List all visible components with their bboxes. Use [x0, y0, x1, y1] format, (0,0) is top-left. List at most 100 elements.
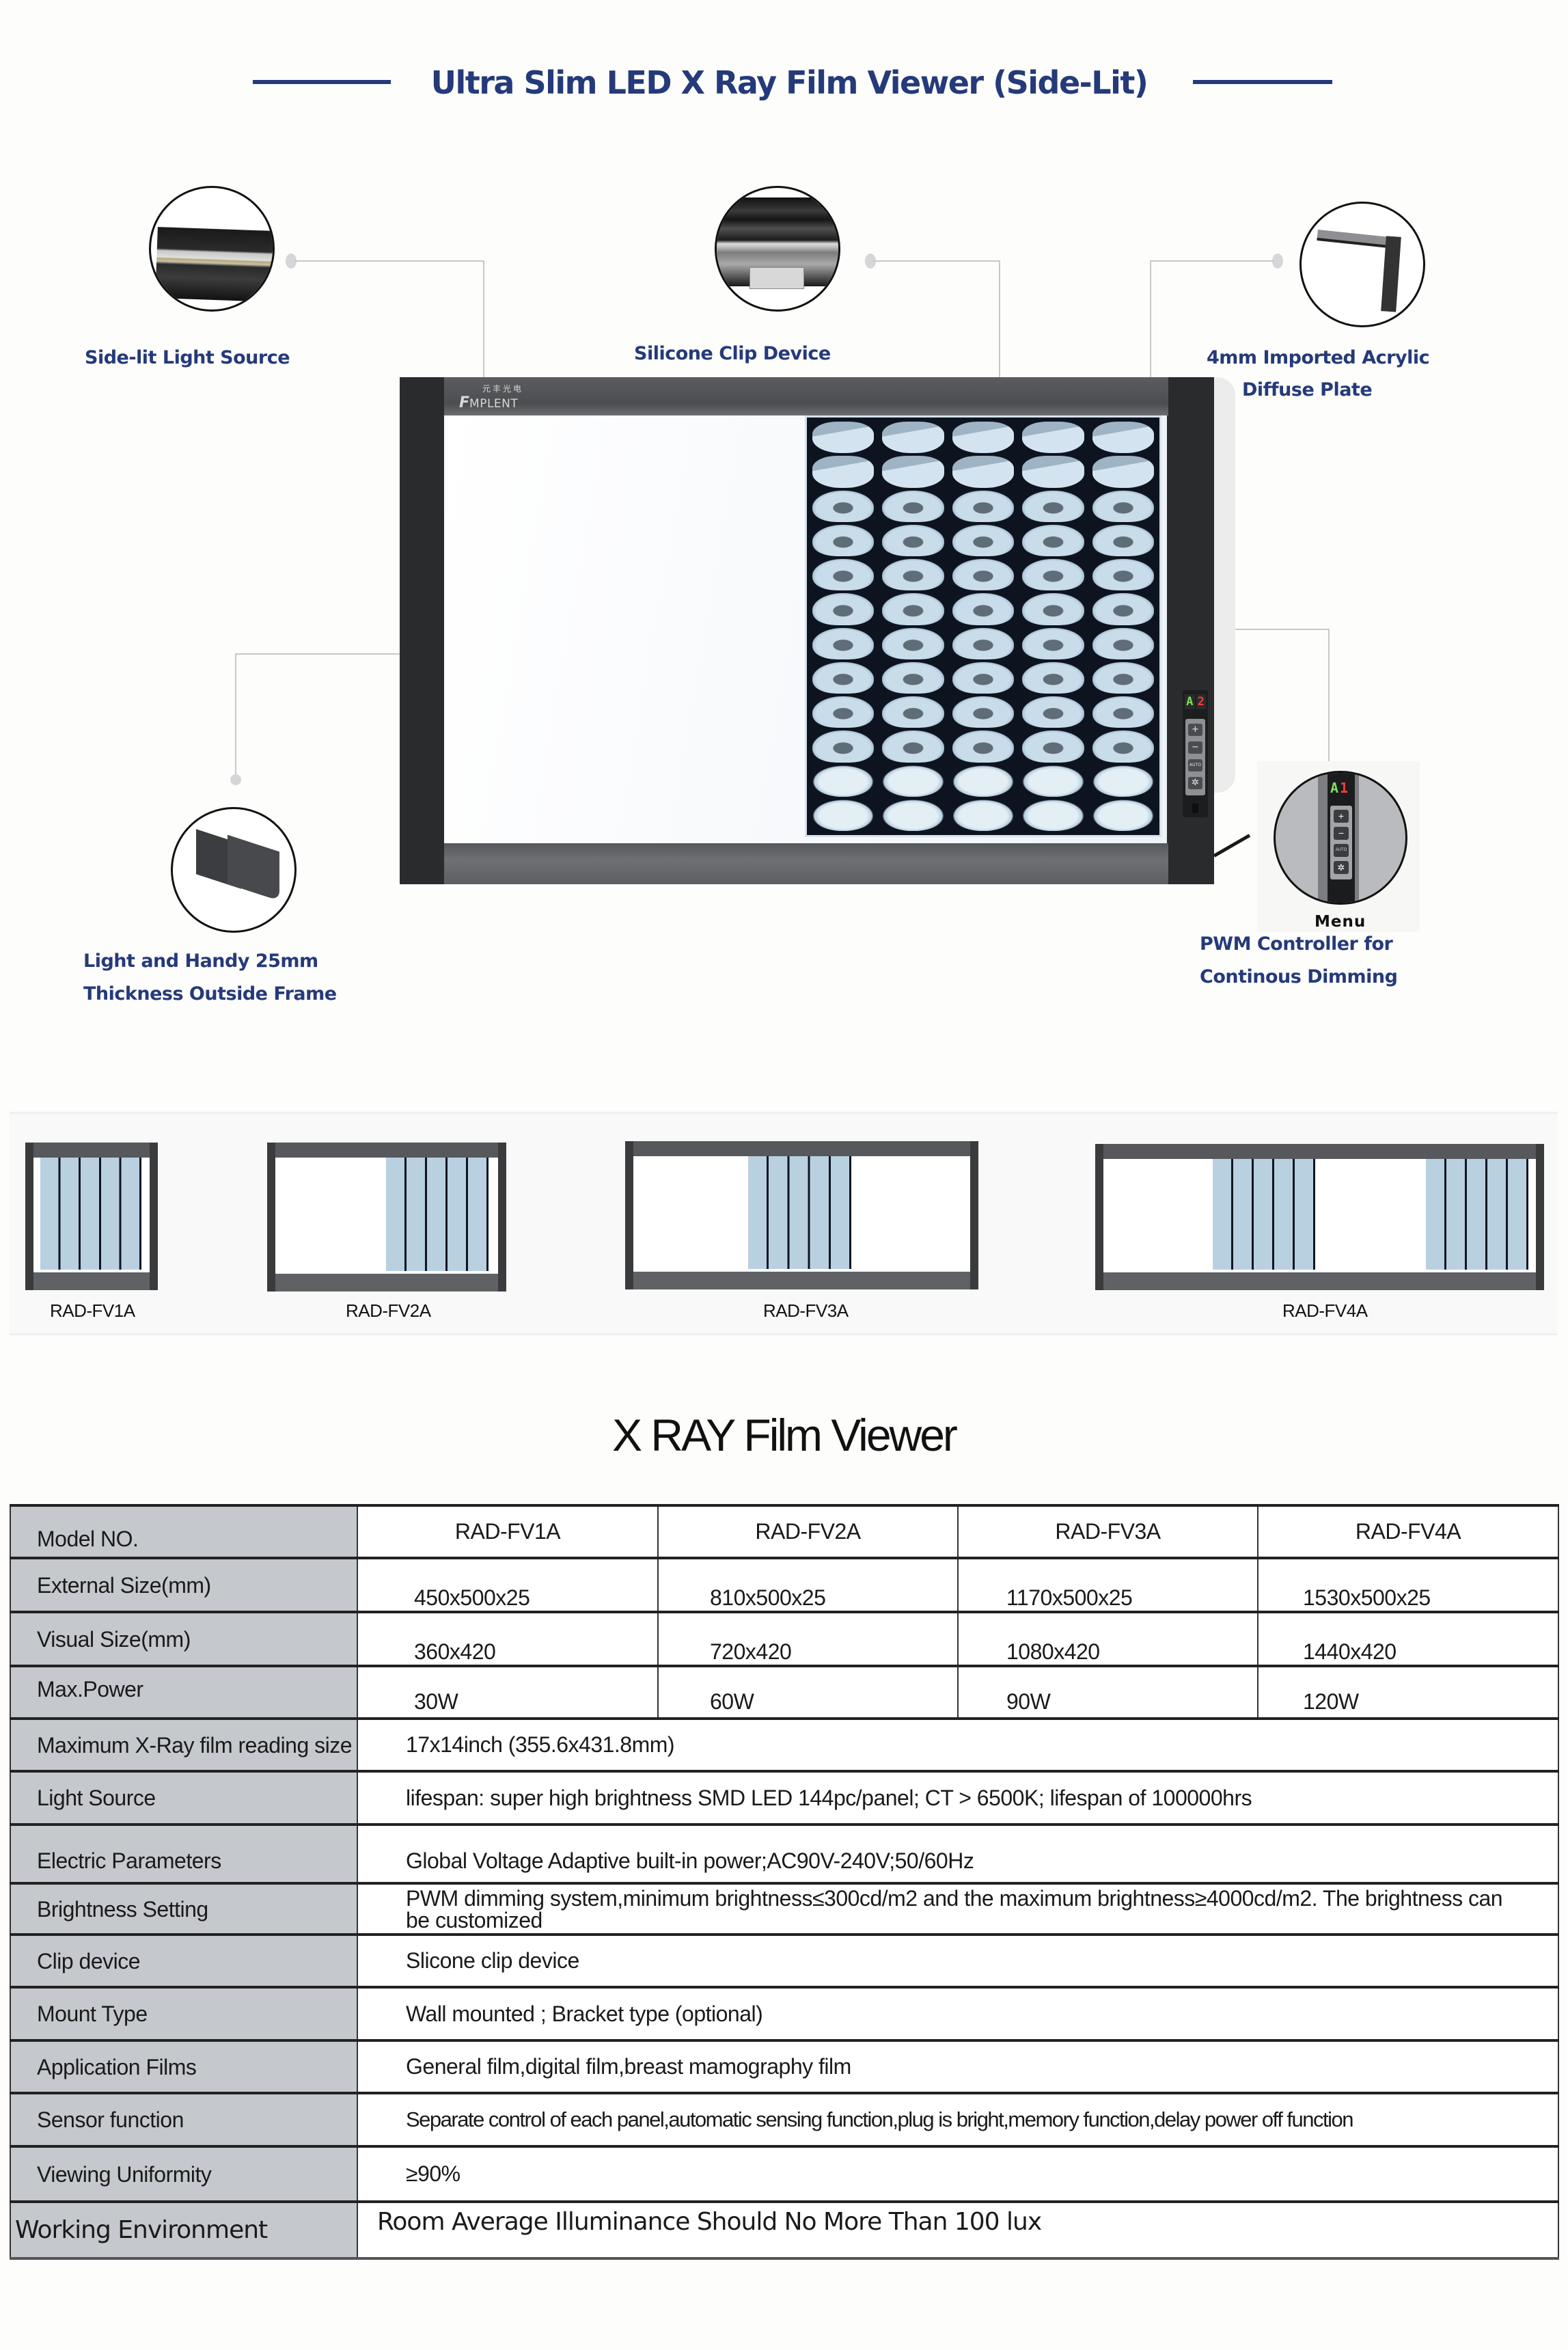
- table-row: Electric Parameters Global Voltage Adapt…: [10, 1823, 1559, 1885]
- row-label: Viewing Uniformity: [10, 2145, 358, 2203]
- table-cell: 17x14inch (355.6x431.8mm): [357, 1717, 1559, 1773]
- table-row: Brightness Setting PWM dimming system,mi…: [10, 1882, 1559, 1936]
- connector-line: [1235, 629, 1330, 630]
- pwm-auto-button[interactable]: AUTO: [1334, 844, 1349, 857]
- table-row: Max.Power 30W 60W 90W 120W: [10, 1665, 1559, 1720]
- feature-label-acrylic-1: 4mm Imported Acrylic: [1207, 347, 1430, 368]
- table-row: Light Source lifespan: super high bright…: [10, 1770, 1559, 1826]
- table-cell: 1170x500x25: [958, 1557, 1258, 1613]
- connector-dot: [230, 774, 241, 785]
- row-label: Mount Type: [10, 1986, 358, 2042]
- connector-line: [294, 260, 484, 262]
- row-label: Light Source: [10, 1770, 358, 1826]
- table-cell: 450x500x25: [357, 1557, 659, 1613]
- table-row: Maximum X-Ray film reading size 17x14inc…: [10, 1717, 1559, 1773]
- feature-label-side-lit: Side-lit Light Source: [85, 347, 290, 368]
- row-label: Visual Size(mm): [10, 1611, 358, 1667]
- spec-table: Model NO. RAD-FV1A RAD-FV2A RAD-FV3A RAD…: [10, 1504, 1559, 2260]
- header-rule-left: [253, 80, 391, 84]
- connector-line: [999, 260, 1000, 377]
- table-cell: General film,digital film,breast mamogra…: [357, 2039, 1559, 2094]
- table-row: Sensor function Separate control of each…: [10, 2092, 1559, 2148]
- connector-dot: [865, 254, 876, 269]
- pwm-menu-caption: Menu: [1315, 913, 1366, 931]
- row-label: Working Environment: [10, 2200, 358, 2260]
- frame-corner-icon: [171, 807, 297, 933]
- led-strip-icon: [149, 186, 275, 312]
- header-rule-right: [1193, 80, 1332, 84]
- page-title: Ultra Slim LED X Ray Film Viewer (Side-L…: [430, 64, 1149, 101]
- feature-label-pwm-2: Continous Dimming: [1200, 966, 1398, 987]
- thumbnail-rad-fv4a[interactable]: [1095, 1144, 1544, 1290]
- model-label: RAD-FV3A: [763, 1300, 849, 1321]
- power-cable: [1213, 834, 1251, 858]
- column-header: RAD-FV2A: [658, 1504, 959, 1559]
- row-label: Electric Parameters: [10, 1823, 358, 1885]
- column-header: RAD-FV4A: [1258, 1504, 1559, 1559]
- row-label: Clip device: [10, 1933, 358, 1989]
- table-cell: Wall mounted ; Bracket type (optional): [357, 1986, 1559, 2042]
- table-row: External Size(mm) 450x500x25 810x500x25 …: [10, 1557, 1559, 1613]
- brightness-down-button[interactable]: −: [1188, 741, 1202, 754]
- connector-line: [483, 260, 484, 377]
- control-panel: A 2 + − AUTO ✲: [1183, 690, 1208, 817]
- thumbnail-rad-fv2a[interactable]: [267, 1143, 506, 1292]
- display-level: 2: [1196, 694, 1206, 709]
- row-label: Application Films: [10, 2039, 358, 2094]
- auto-button[interactable]: AUTO: [1188, 759, 1202, 771]
- table-cell: 1080x420: [958, 1611, 1258, 1667]
- frame-bottom-bar: [444, 843, 1168, 884]
- model-label: RAD-FV2A: [346, 1300, 431, 1321]
- connector-dot: [1272, 254, 1283, 269]
- feature-label-frame-1: Light and Handy 25mm: [83, 951, 318, 972]
- table-cell: Global Voltage Adaptive built-in power;A…: [357, 1823, 1559, 1885]
- row-label: Max.Power: [10, 1665, 358, 1720]
- thumbnail-rad-fv3a[interactable]: [625, 1141, 978, 1289]
- row-label: Maximum X-Ray film reading size: [10, 1717, 358, 1773]
- row-label: External Size(mm): [10, 1557, 358, 1613]
- connector-line: [1150, 260, 1151, 377]
- acrylic-corner-icon: [1299, 202, 1425, 327]
- display-mode: A: [1185, 694, 1195, 709]
- table-cell: 360x420: [357, 1611, 659, 1667]
- silicone-clip-icon: [715, 186, 840, 312]
- row-label: Sensor function: [10, 2092, 358, 2148]
- pwm-minus-button[interactable]: −: [1334, 827, 1349, 840]
- column-header: RAD-FV3A: [958, 1504, 1258, 1559]
- column-header: RAD-FV1A: [357, 1504, 659, 1559]
- table-row: Viewing Uniformity ≥90%: [10, 2145, 1559, 2203]
- feature-label-clip: Silicone Clip Device: [634, 343, 831, 364]
- table-cell: 120W: [1258, 1665, 1559, 1720]
- pwm-menu-button[interactable]: ✲: [1334, 861, 1349, 874]
- row-label: Brightness Setting: [10, 1882, 358, 1936]
- connector-line: [1328, 629, 1330, 761]
- table-cell: Room Average Illuminance Should No More …: [357, 2200, 1559, 2260]
- table-row: Clip device Slicone clip device: [10, 1933, 1559, 1989]
- pwm-display-left: A: [1330, 780, 1339, 796]
- control-panel-icon: A 1 + − AUTO ✲: [1274, 771, 1407, 905]
- table-cell: 90W: [958, 1665, 1258, 1720]
- table-cell: Slicone clip device: [357, 1933, 1559, 1989]
- settings-gear-button[interactable]: ✲: [1188, 777, 1202, 789]
- table-cell: 30W: [357, 1665, 659, 1720]
- table-cell: ≥90%: [357, 2145, 1559, 2203]
- table-cell: 720x420: [658, 1611, 959, 1667]
- connector-line: [235, 653, 236, 776]
- led-display: A 2: [1185, 694, 1206, 709]
- film-viewer: 元丰光电 FMPLENT A 2 + − AUTO ✲: [400, 377, 1214, 884]
- table-cell: lifespan: super high brightness SMD LED …: [357, 1770, 1559, 1826]
- frame-top-bar: 元丰光电 FMPLENT: [444, 377, 1168, 415]
- thumbnail-rad-fv1a[interactable]: [25, 1143, 158, 1290]
- pwm-display-right: 1: [1340, 780, 1349, 796]
- model-label: RAD-FV1A: [50, 1300, 135, 1321]
- power-switch[interactable]: [1192, 804, 1198, 813]
- feature-label-frame-2: Thickness Outside Frame: [83, 983, 337, 1005]
- table-cell: PWM dimming system,minimum brightness≤30…: [357, 1882, 1559, 1936]
- table-row: Application Films General film,digital f…: [10, 2039, 1559, 2094]
- feature-label-acrylic-2: Diffuse Plate: [1242, 379, 1373, 400]
- brightness-up-button[interactable]: +: [1188, 724, 1202, 736]
- table-row: Working Environment Room Average Illumin…: [10, 2200, 1559, 2260]
- pwm-plus-button[interactable]: +: [1334, 810, 1349, 823]
- connector-dot: [286, 254, 297, 269]
- feature-label-pwm-1: PWM Controller for: [1200, 933, 1393, 955]
